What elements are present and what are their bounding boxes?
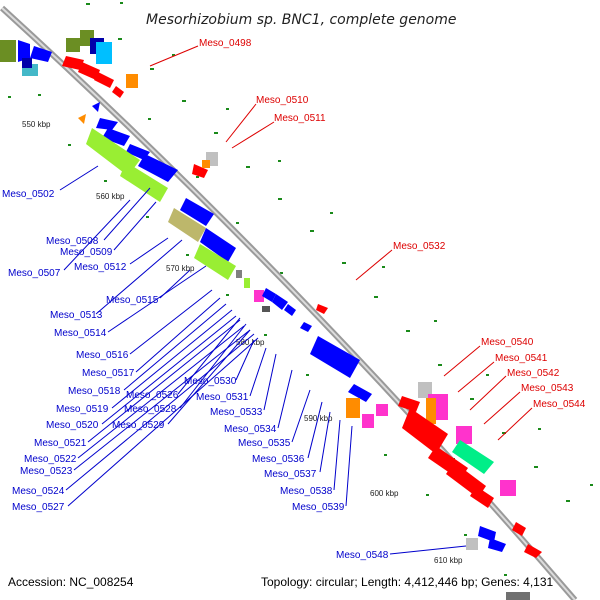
gene-label: Meso_0537 <box>264 469 317 480</box>
gene-label: Meso_0538 <box>280 486 333 497</box>
accession-text: Accession: NC_008254 <box>8 575 134 589</box>
genome-backbone-highlight <box>1 7 576 600</box>
gene-label: Meso_0543 <box>521 383 574 394</box>
gene-label: Meso_0511 <box>274 113 326 124</box>
gene-label: Meso_0524 <box>12 486 65 497</box>
gene-label: Meso_0544 <box>533 399 586 410</box>
kbp-tick-label: 570 kbp <box>166 264 195 273</box>
gene-label: Meso_0531 <box>196 392 249 403</box>
kbp-scale: 550 kbp 560 kbp 570 kbp 580 kbp 590 kbp … <box>22 120 463 565</box>
kbp-tick-label: 590 kbp <box>304 414 333 423</box>
blue-leader-lines <box>59 165 467 555</box>
guide-ticks <box>8 2 593 576</box>
forward-strand-genes <box>62 30 542 600</box>
gene-label: Meso_0514 <box>54 328 107 339</box>
gene-label: Meso_0521 <box>34 438 87 449</box>
kbp-tick-label: 550 kbp <box>22 120 51 129</box>
gene-label: Meso_0536 <box>252 454 305 465</box>
gene-label: Meso_0498 <box>199 38 252 49</box>
gene-label: Meso_0527 <box>12 502 65 513</box>
gene-label: Meso_0502 <box>2 189 55 200</box>
gene-label: Meso_0542 <box>507 368 560 379</box>
topology-summary: Topology: circular; Length: 4,412,446 bp… <box>261 575 554 589</box>
gene-label: Meso_0535 <box>238 438 291 449</box>
reverse-strand-genes <box>0 40 506 552</box>
gene-label: Meso_0516 <box>76 350 129 361</box>
red-leader-lines <box>149 45 533 441</box>
kbp-tick-label: 600 kbp <box>370 489 399 498</box>
gene-label: Meso_0539 <box>292 502 345 513</box>
gene-label: Meso_0528 <box>124 404 177 415</box>
gene-label: Meso_0518 <box>68 386 121 397</box>
gene-label: Meso_0522 <box>24 454 77 465</box>
map-title: Mesorhizobium sp. BNC1, complete genome <box>146 12 457 28</box>
gene-label: Meso_0541 <box>495 353 548 364</box>
gene-label: Meso_0507 <box>8 268 61 279</box>
gene-label: Meso_0523 <box>20 466 73 477</box>
kbp-tick-label: 580 kbp <box>236 338 265 347</box>
gene-label: Meso_0512 <box>74 262 127 273</box>
gene-label: Meso_0508 <box>46 236 99 247</box>
gene-label: Meso_0529 <box>112 420 165 431</box>
gene-label: Meso_0540 <box>481 337 534 348</box>
gene-label: Meso_0519 <box>56 404 109 415</box>
gene-label: Meso_0520 <box>46 420 99 431</box>
reverse-gene-labels: Meso_0502 Meso_0508 Meso_0509 Meso_0507 … <box>2 189 389 561</box>
gene-label: Meso_0515 <box>106 295 159 306</box>
kbp-tick-label: 560 kbp <box>96 192 125 201</box>
gene-label: Meso_0513 <box>50 310 103 321</box>
kbp-tick-label: 610 kbp <box>434 556 463 565</box>
gene-label: Meso_0533 <box>210 407 263 418</box>
gene-label: Meso_0526 <box>126 390 179 401</box>
forward-gene-labels: Meso_0498 Meso_0510 Meso_0511 Meso_0532 … <box>199 38 586 410</box>
gene-label: Meso_0509 <box>60 247 113 258</box>
gene-label: Meso_0510 <box>256 95 309 106</box>
gene-label: Meso_0530 <box>184 376 237 387</box>
gene-label: Meso_0548 <box>336 550 389 561</box>
gene-label: Meso_0517 <box>82 368 135 379</box>
gene-label: Meso_0534 <box>224 424 277 435</box>
gene-label: Meso_0532 <box>393 241 446 252</box>
